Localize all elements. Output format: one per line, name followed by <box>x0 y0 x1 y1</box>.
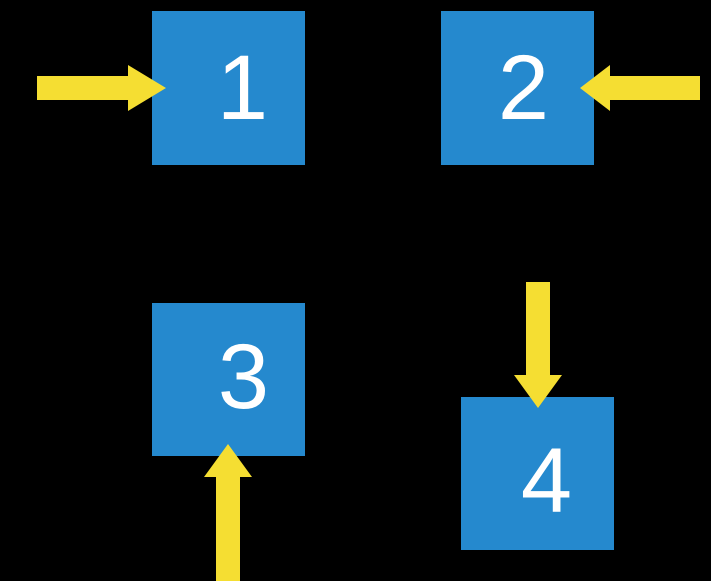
block-1[interactable]: 1 <box>152 11 305 165</box>
block-3-label: 3 <box>217 326 270 428</box>
block-3[interactable]: 3 <box>152 303 305 456</box>
block-4-label: 4 <box>520 430 573 532</box>
block-1-label: 1 <box>216 37 269 139</box>
block-2-label: 2 <box>497 37 550 139</box>
block-4[interactable]: 4 <box>461 397 614 550</box>
block-2[interactable]: 2 <box>441 11 594 165</box>
